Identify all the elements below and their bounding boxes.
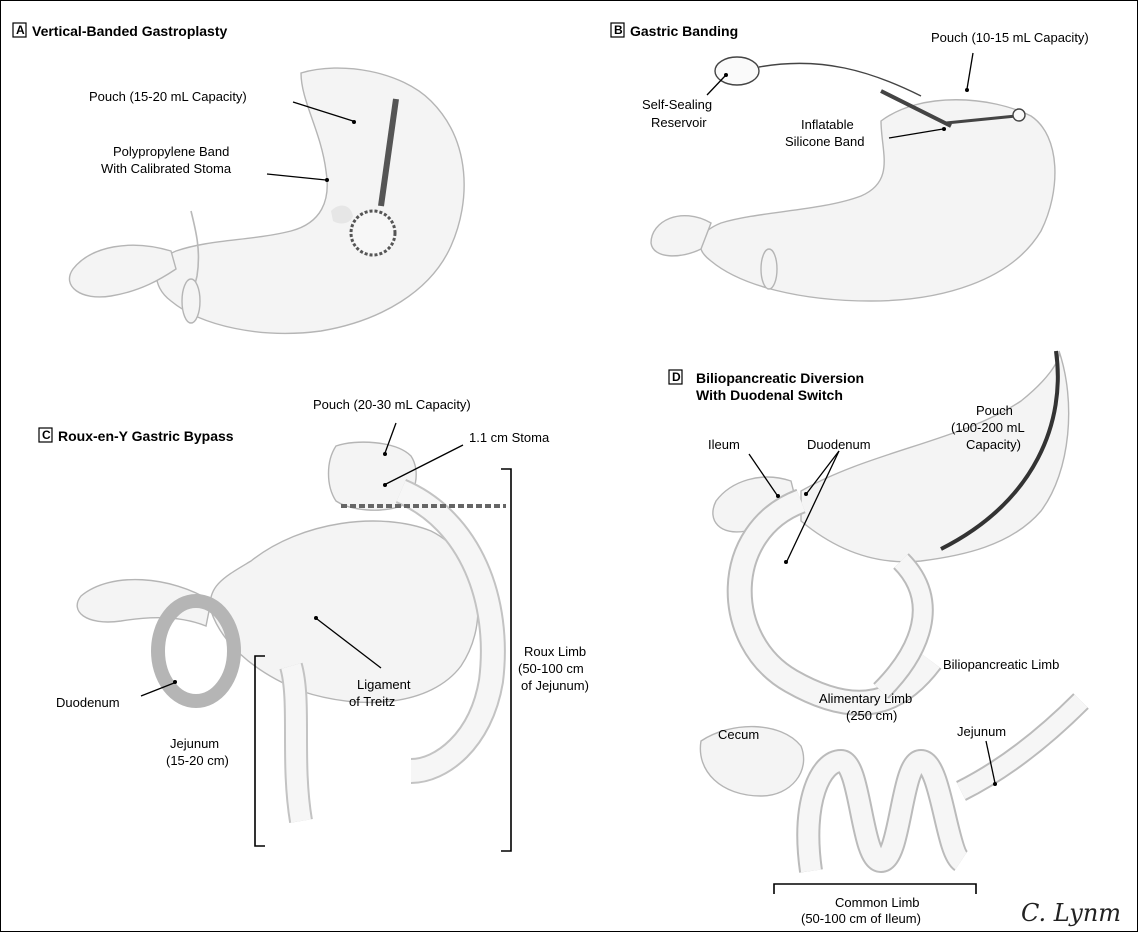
panel-b-pylorus	[761, 249, 777, 289]
panel-c: C Roux-en-Y Gastric Bypass Pouch (20-30 …	[39, 397, 589, 851]
panel-b-tubing	[759, 63, 921, 96]
panel-b-reservoir-label-2: Reservoir	[651, 115, 707, 130]
panel-c-ligament-label-2: of Treitz	[349, 694, 395, 709]
panel-b-letter: B	[614, 23, 623, 37]
panel-d-cecum-label: Cecum	[718, 727, 759, 742]
panel-a-pouch-dot	[352, 120, 356, 124]
panel-a-band-dot	[325, 178, 329, 182]
panel-b-reservoir-leader	[707, 76, 725, 95]
panel-a-band-label-1: Polypropylene Band	[113, 144, 229, 159]
panel-b-title: Gastric Banding	[630, 23, 738, 39]
panel-c-ligament-label-1: Ligament	[357, 677, 411, 692]
panel-d-title-1: Biliopancreatic Diversion	[696, 370, 864, 386]
panel-c-stomach	[210, 521, 478, 702]
panel-b-stomach	[700, 100, 1055, 301]
panel-b-band-label-1: Inflatable	[801, 117, 854, 132]
panel-d-ileum-dot	[776, 494, 780, 498]
panel-c-roux-label-2: (50-100 cm	[518, 661, 584, 676]
panel-c-roux-label-1: Roux Limb	[524, 644, 586, 659]
panel-c-title: Roux-en-Y Gastric Bypass	[58, 428, 234, 444]
panel-d-biliopancreatic-label: Biliopancreatic Limb	[943, 657, 1059, 672]
panel-a-pouch-label: Pouch (15-20 mL Capacity)	[89, 89, 247, 104]
panel-b-reservoir-dot	[724, 73, 728, 77]
panel-a-pylorus	[182, 279, 200, 323]
panel-b-band-dot	[942, 127, 946, 131]
panel-d-common-bracket	[774, 884, 976, 894]
panel-a-band-leader	[267, 174, 326, 180]
panel-c-roux-label-3: of Jejunum)	[521, 678, 589, 693]
panel-b-band-label-2: Silicone Band	[785, 134, 865, 149]
panel-b: B Gastric Banding Self-Sealing Reservoir…	[611, 23, 1089, 301]
panel-d-duodenum-dot-2	[784, 560, 788, 564]
panel-d-common-limb-fill	[808, 761, 961, 871]
panel-d-alimentary-label-1: Alimentary Limb	[819, 691, 912, 706]
panel-c-duodenum-dot	[173, 680, 177, 684]
panel-d-title-2: With Duodenal Switch	[696, 387, 843, 403]
panel-d-duodenum-label: Duodenum	[807, 437, 871, 452]
panel-c-stoma-dot	[383, 483, 387, 487]
panel-c-pouch-label: Pouch (20-30 mL Capacity)	[313, 397, 471, 412]
panel-c-jejunum-label-1: Jejunum	[170, 736, 219, 751]
panel-c-jejunum-bracket	[255, 656, 265, 846]
panel-d-jejunum-label: Jejunum	[957, 724, 1006, 739]
panel-b-reservoir	[715, 57, 759, 85]
panel-a-title: Vertical-Banded Gastroplasty	[32, 23, 228, 39]
panel-c-duodenum-label: Duodenum	[56, 695, 120, 710]
panel-c-ligament-dot	[314, 616, 318, 620]
panel-c-jejunum-limb-fill	[291, 666, 301, 821]
panel-d-letter: D	[672, 370, 681, 384]
panel-d-ileum-label: Ileum	[708, 437, 740, 452]
panel-a-band-label-2: With Calibrated Stoma	[101, 161, 232, 176]
panel-d-pouch-label-2: (100-200 mL	[951, 420, 1025, 435]
artist-signature: C. Lynm	[1021, 899, 1121, 927]
panel-c-stoma-label: 1.1 cm Stoma	[469, 430, 550, 445]
panel-d-jejunum-fill	[961, 701, 1081, 791]
panel-a-stomach-drawing	[69, 68, 464, 333]
panel-d-alimentary-label-2: (250 cm)	[846, 708, 897, 723]
panel-d-pouch-label-1: Pouch	[976, 403, 1013, 418]
panel-b-stomach-drawing	[651, 57, 1055, 301]
panel-c-pouch-dot	[383, 452, 387, 456]
panel-b-reservoir-label-1: Self-Sealing	[642, 97, 712, 112]
panel-d-common-label-1: Common Limb	[835, 895, 920, 910]
panel-c-bypass-drawing	[77, 442, 506, 821]
panel-b-band-clasp	[1013, 109, 1025, 121]
panel-d: D Biliopancreatic Diversion With Duodena…	[669, 351, 1081, 926]
panel-a-band-ring	[351, 211, 395, 255]
panel-a-letter: A	[16, 23, 25, 37]
panel-c-letter: C	[42, 428, 51, 442]
panel-b-pouch-leader	[967, 53, 973, 89]
panel-d-common-label-2: (50-100 cm of Ileum)	[801, 911, 921, 926]
panel-d-pouch-label-3: Capacity)	[966, 437, 1021, 452]
panel-d-jejunum-dot	[993, 782, 997, 786]
panel-a: A Vertical-Banded Gastroplasty Pouch (15…	[13, 23, 464, 333]
panel-b-pouch-dot	[965, 88, 969, 92]
panel-b-pouch-label: Pouch (10-15 mL Capacity)	[931, 30, 1089, 45]
panel-d-duodenum-dot-1	[804, 492, 808, 496]
panel-c-jejunum-label-2: (15-20 cm)	[166, 753, 229, 768]
